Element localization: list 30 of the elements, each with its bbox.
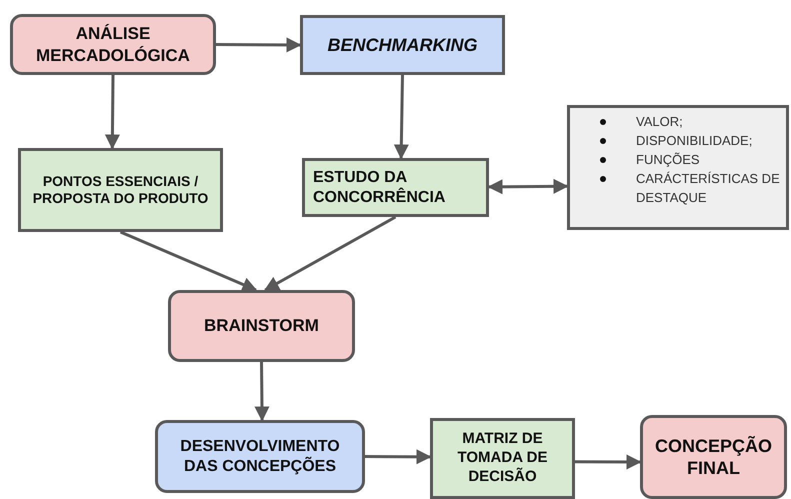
process-box: [10, 14, 216, 75]
process-box: [640, 415, 787, 499]
arrow: [488, 178, 568, 194]
arrow: [120, 230, 258, 292]
process-box: [300, 15, 505, 75]
box-label: DESENVOLVIMENTO DAS CONCEPÇÕES: [179, 436, 341, 476]
box-label: CONCEPÇÃO FINAL: [654, 434, 773, 480]
list-item: VALOR;: [636, 113, 684, 131]
process-box: [302, 158, 489, 217]
arrow: [254, 362, 270, 422]
box-label: ESTUDO DA CONCORRÊNCIA: [313, 168, 446, 208]
process-box: [430, 418, 575, 499]
list-box: [567, 105, 789, 230]
arrow: [575, 454, 642, 470]
box-label: BENCHMARKING: [328, 34, 478, 56]
arrow: [216, 37, 302, 52]
list-item: FUNÇÕES: [636, 151, 701, 169]
box-label: ANÁLISE MERCADOLÓGICA: [35, 23, 191, 66]
arrow: [264, 216, 396, 292]
arrow: [364, 449, 432, 464]
arrow: [394, 74, 409, 160]
arrow: [104, 74, 120, 150]
box-label: MATRIZ DE TOMADA DE DECISÃO: [456, 430, 548, 487]
box-label: PONTOS ESSENCIAIS / PROPOSTA DO PRODUTO: [32, 172, 210, 208]
list-item: CARÁCTERÍSTICAS DE DESTAQUE: [636, 170, 781, 207]
process-box: [18, 148, 223, 232]
process-box: [168, 290, 355, 362]
list-item: DISPONIBILIDADE;: [636, 132, 754, 150]
process-box: [155, 420, 365, 493]
box-label: BRAINSTORM: [204, 315, 319, 337]
